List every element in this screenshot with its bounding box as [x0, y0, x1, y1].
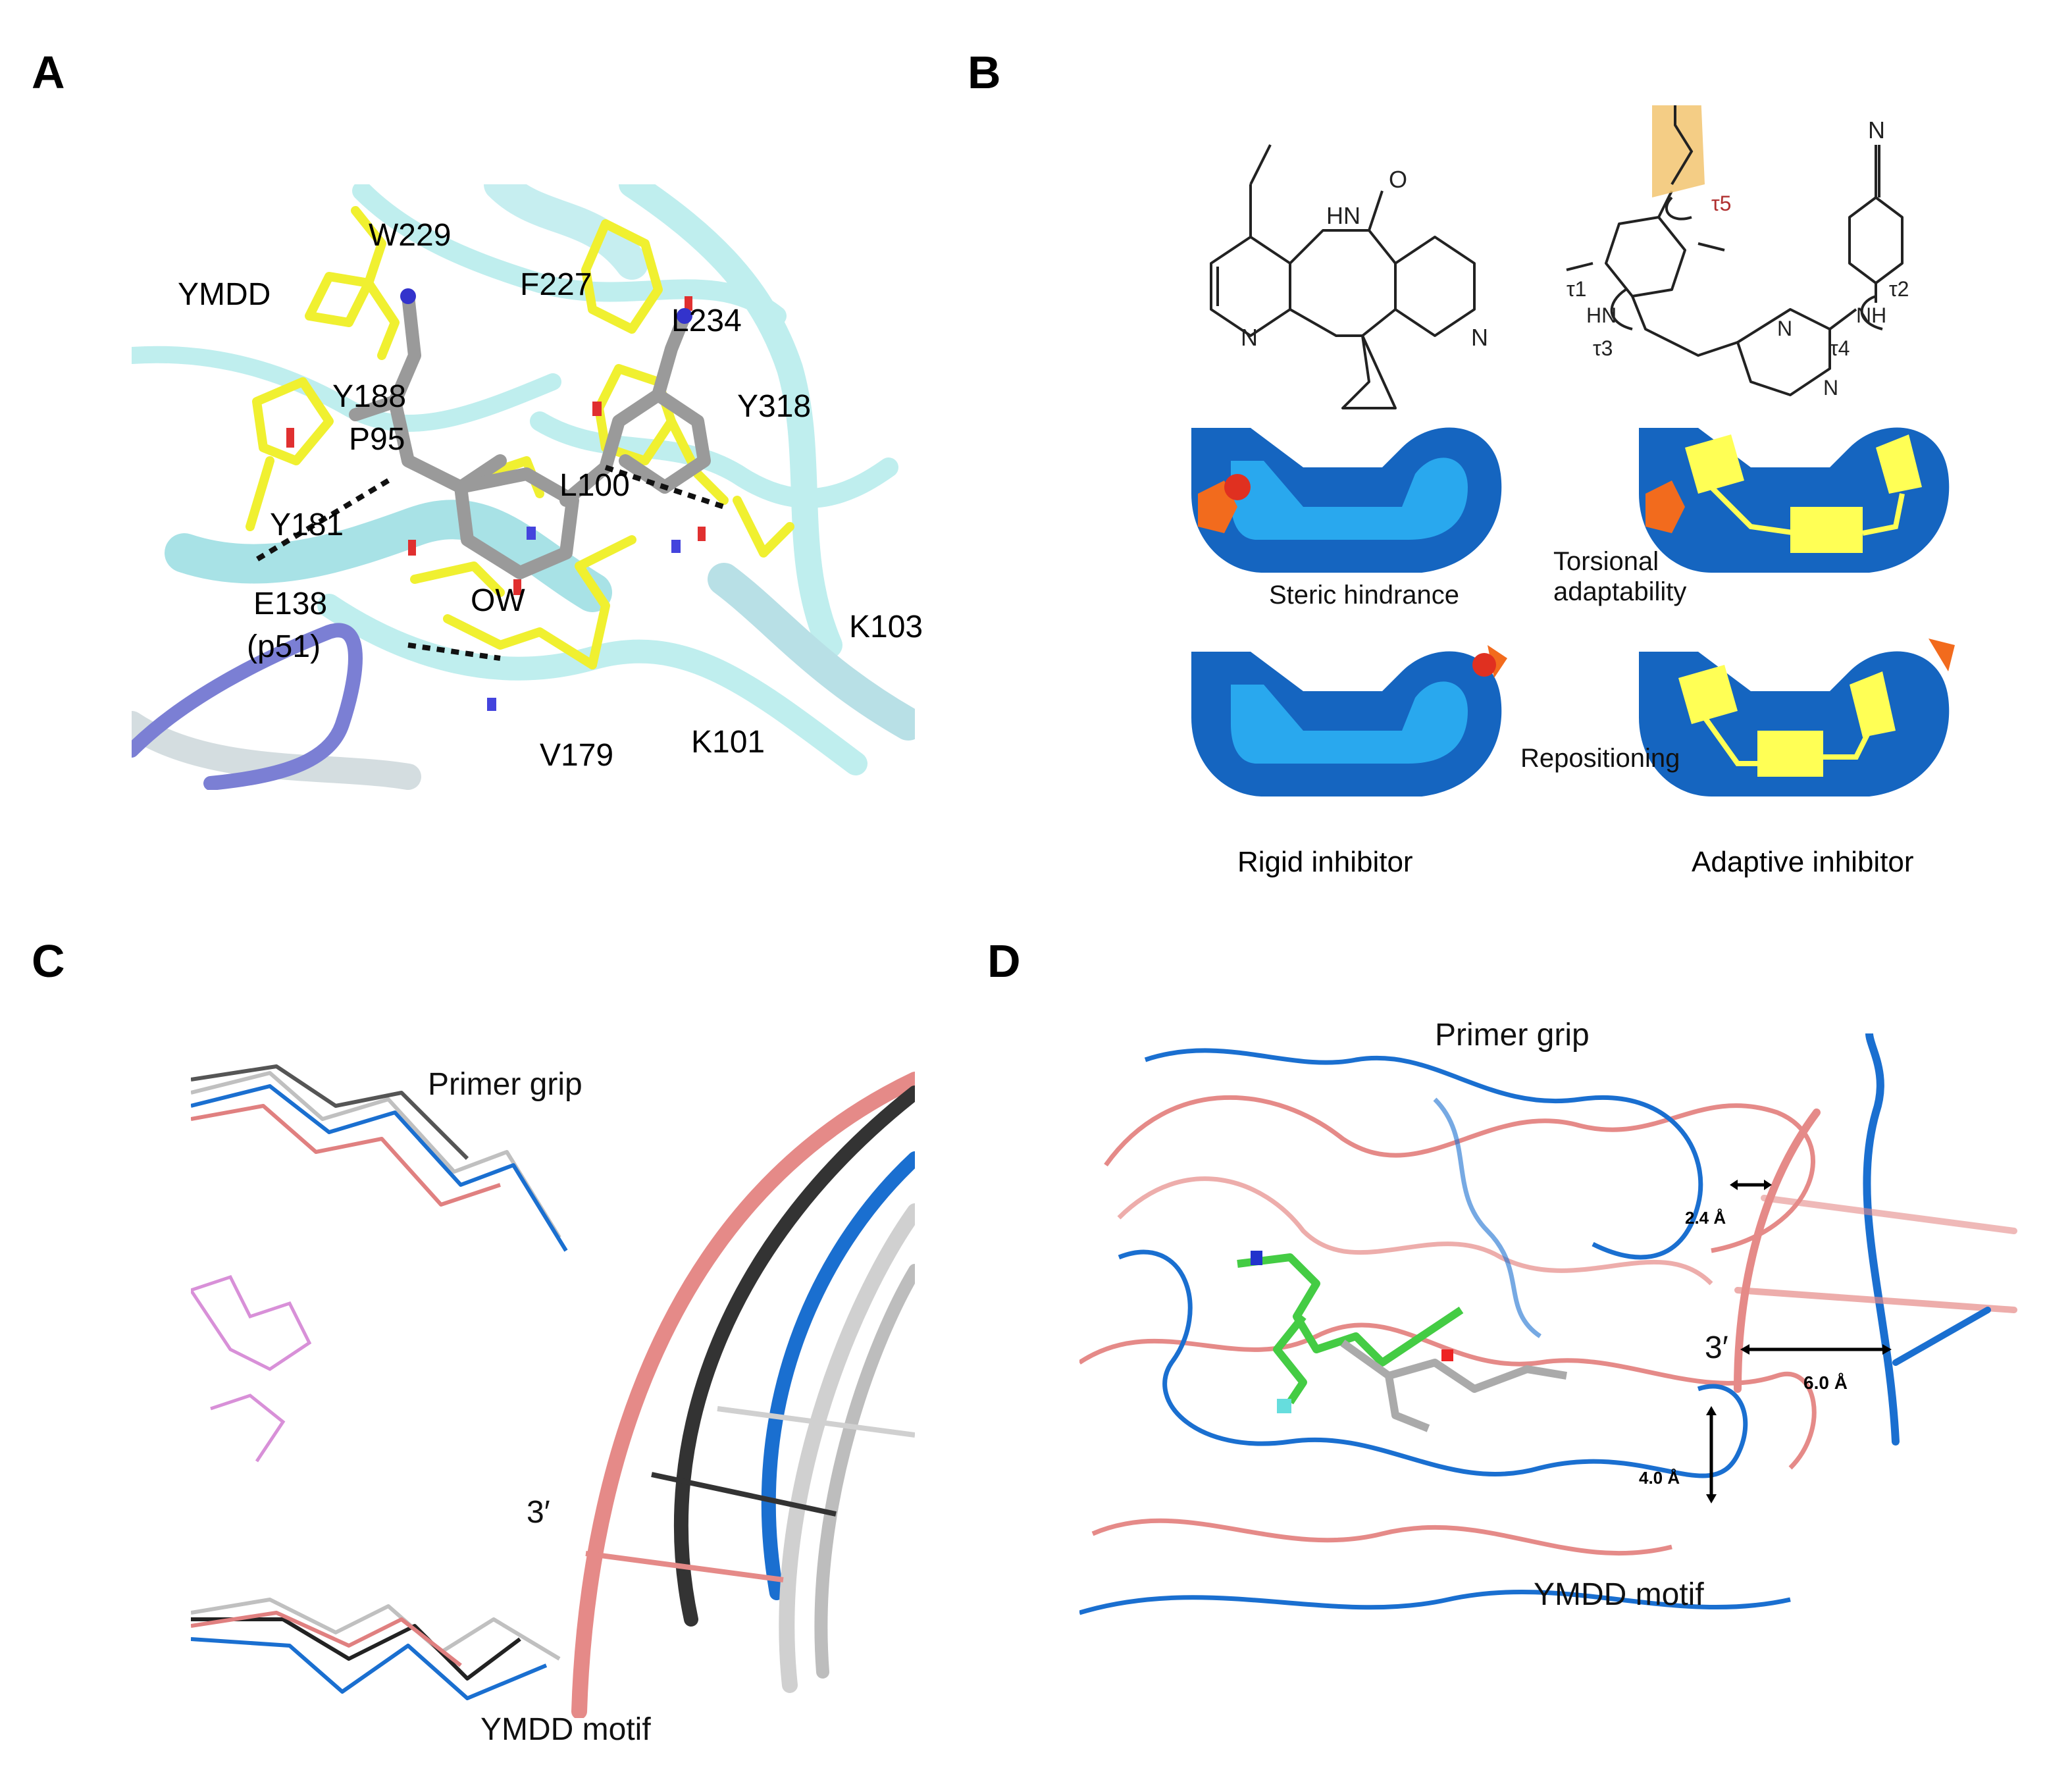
- label-distance-4-0: 4.0 Å: [1639, 1468, 1680, 1488]
- chem-right-n1: N: [1777, 317, 1792, 340]
- chem-right-hn: HN: [1586, 303, 1617, 327]
- adaptive-pocket-bottom: [1639, 639, 1955, 796]
- label-distance-2-4: 2.4 Å: [1685, 1208, 1726, 1228]
- residue-l100: L100: [559, 468, 630, 503]
- rigid-pocket-bottom: [1191, 645, 1507, 796]
- adaptive-pocket-top: [1639, 427, 1950, 573]
- tau-5: τ5: [1711, 192, 1731, 215]
- note-steric-hindrance: Steric hindrance: [1264, 579, 1465, 612]
- chem-right-nh: NH: [1856, 303, 1886, 327]
- caption-rigid-inhibitor: Rigid inhibitor: [1237, 846, 1413, 878]
- label-distance-6-0: 6.0 Å: [1803, 1372, 1848, 1393]
- panel-b-pocket-diagrams: [1191, 427, 1955, 796]
- panel-label-c: C: [32, 935, 65, 987]
- chem-left-o: O: [1389, 166, 1407, 193]
- panel-b-chemical-structures: HN O N N N τ5 τ1 τ2 HN NH τ3 τ4 N N: [1210, 105, 1909, 409]
- chem-left-n1: N: [1241, 324, 1258, 351]
- label-primer-grip-c: Primer grip: [428, 1067, 583, 1102]
- residue-f227: F227: [520, 267, 592, 302]
- tau-2: τ2: [1889, 277, 1909, 301]
- label-three-prime-c: 3′: [527, 1495, 550, 1530]
- tau-4: τ4: [1830, 336, 1850, 360]
- residue-y318: Y318: [737, 389, 812, 424]
- note-repositioning: Repositioning: [1520, 744, 1680, 773]
- panel-c-render: [191, 1040, 915, 1718]
- residue-e138: E138: [253, 587, 328, 621]
- label-primer-grip-d: Primer grip: [1435, 1018, 1590, 1053]
- chem-left-n2: N: [1471, 324, 1488, 351]
- label-ymdd-motif-c: YMDD motif: [480, 1712, 651, 1747]
- panel-label-a: A: [32, 47, 65, 98]
- chem-left-hn: HN: [1326, 202, 1360, 229]
- residue-p95: P95: [349, 422, 405, 457]
- chem-right-n2: N: [1823, 376, 1838, 400]
- panel-a-render: [132, 184, 915, 790]
- label-ymdd-motif-d: YMDD motif: [1534, 1577, 1704, 1612]
- label-three-prime-d: 3′: [1705, 1330, 1728, 1365]
- panel-d-render: [1079, 1033, 2040, 1652]
- residue-v179: V179: [540, 738, 614, 773]
- rigid-pocket-top: [1191, 427, 1502, 573]
- note-torsional-adaptability: Torsional adaptability: [1553, 547, 1687, 606]
- residue-k101: K101: [691, 725, 765, 760]
- panel-a-structure-image: [132, 184, 915, 790]
- residue-p51: (p51): [247, 629, 321, 664]
- chem-right-n-top: N: [1868, 117, 1885, 143]
- panel-label-b: B: [968, 47, 1001, 98]
- residue-k103: K103: [849, 610, 923, 644]
- panel-label-d: D: [987, 935, 1021, 987]
- residue-ymdd: YMDD: [178, 277, 271, 312]
- panel-d-structure-image: [1079, 1033, 2040, 1652]
- residue-y181: Y181: [270, 508, 344, 542]
- tau-1: τ1: [1567, 277, 1586, 301]
- residue-l234: L234: [671, 303, 742, 338]
- residue-w229: W229: [369, 218, 452, 253]
- panel-c-structure-image: [191, 1040, 915, 1718]
- tau-3: τ3: [1593, 336, 1613, 360]
- caption-adaptive-inhibitor: Adaptive inhibitor: [1692, 846, 1914, 878]
- residue-ow: OW: [471, 583, 525, 618]
- residue-y188: Y188: [332, 379, 407, 414]
